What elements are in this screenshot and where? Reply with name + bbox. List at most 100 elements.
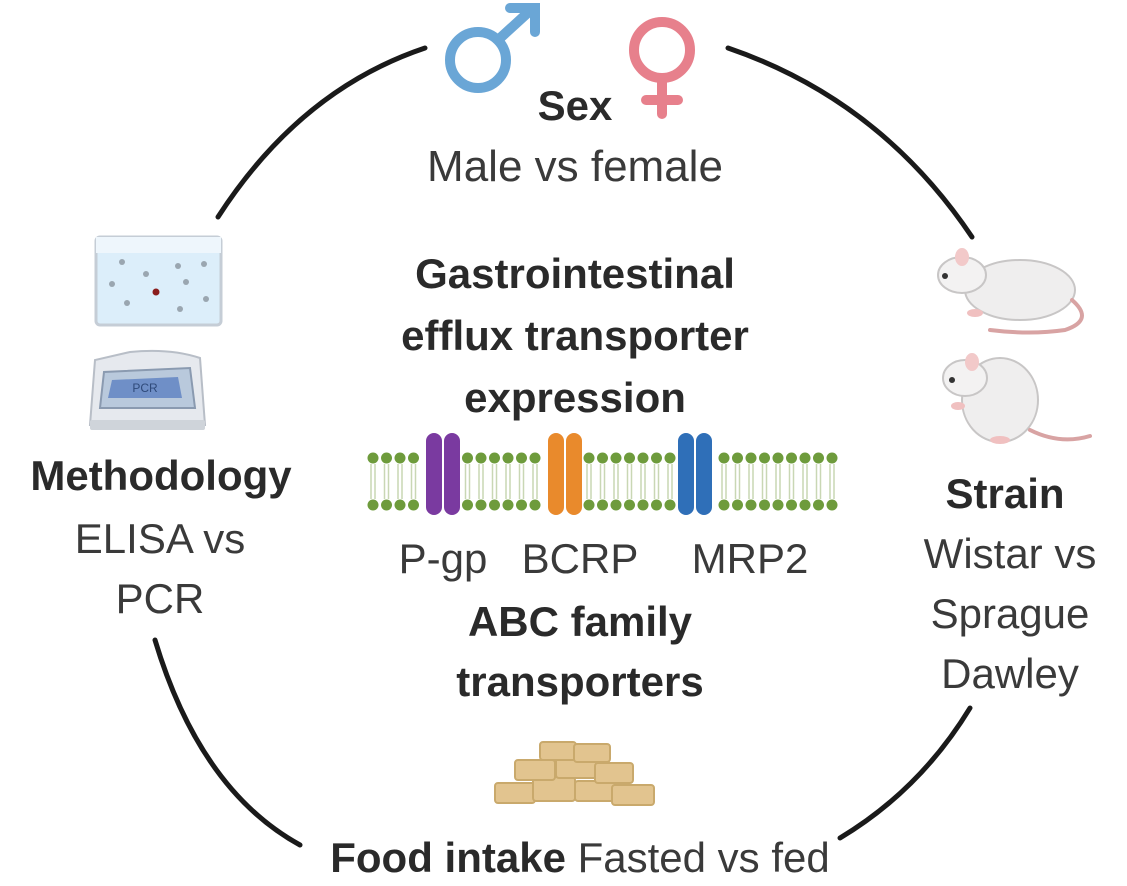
transporter-pgp-icon: [426, 433, 460, 515]
lipid-tail: [613, 464, 619, 499]
lipid-head-bottom: [637, 499, 649, 511]
sex-title: Sex: [537, 82, 613, 129]
lipid-head-bottom: [367, 499, 379, 511]
lipid-tail: [788, 464, 795, 499]
lipid-head-bottom: [610, 499, 622, 511]
lipid-head-bottom: [489, 499, 500, 511]
lipid-tail: [478, 464, 484, 499]
food-pellets-icon: [494, 741, 655, 806]
lipid-head-top: [408, 452, 419, 464]
lipid-tail: [370, 464, 376, 499]
lipid-tail: [748, 464, 754, 499]
lipid-head-bottom: [732, 499, 743, 511]
lipid-tail: [518, 464, 525, 499]
center-title-line-3: expression: [464, 374, 686, 421]
strain-subtitle-line-1: Wistar vs: [923, 530, 1097, 577]
lipid-tail: [829, 464, 835, 499]
arc-bottom-right: [837, 705, 973, 841]
lipid-tail: [626, 464, 633, 499]
lipid-head-top: [516, 452, 527, 464]
lipid-head-top: [367, 452, 379, 464]
arc-top-left: [215, 45, 428, 220]
lipid-head-bottom: [516, 499, 527, 511]
lipid-head-top: [489, 452, 500, 464]
transporter-label-bcrp: BCRP: [521, 535, 639, 582]
lipid-head-top: [759, 452, 770, 464]
lipid-tail: [667, 464, 673, 499]
lipid-tail: [532, 464, 538, 499]
transporter-mrp2-icon: [678, 433, 712, 515]
transporter-bcrp-icon: [548, 433, 582, 515]
lipid-head-top: [502, 452, 514, 464]
rat-icon-bottom: [942, 353, 1092, 444]
lipid-head-top: [664, 452, 676, 464]
lipid-head-bottom: [462, 499, 473, 511]
lipid-head-bottom: [394, 499, 406, 511]
lipid-tail: [505, 464, 511, 499]
food-intake-title: Food intake: [330, 834, 566, 881]
lipid-head-top: [826, 452, 838, 464]
family-line-2: transporters: [456, 658, 704, 705]
sex-subtitle: Male vs female: [427, 142, 723, 191]
lipid-tail: [586, 464, 592, 499]
lipid-head-top: [381, 452, 392, 464]
center-title-line-2: efflux transporter: [401, 312, 749, 359]
lipid-tail: [640, 464, 646, 499]
lipid-head-top: [394, 452, 406, 464]
food-intake-subtitle: Fasted vs fed: [577, 834, 830, 881]
lipid-tail: [734, 464, 741, 499]
food-intake-label: Food intake Fasted vs fed: [300, 834, 860, 881]
lipid-tail: [599, 464, 606, 499]
lipid-head-bottom: [745, 499, 757, 511]
arc-bottom-left: [152, 637, 303, 848]
transporter-label-pgp: P-gp: [398, 535, 488, 582]
lipid-tail: [775, 464, 781, 499]
female-icon: [629, 17, 695, 119]
lipid-head-top: [799, 452, 811, 464]
arc-top-right: [725, 45, 975, 240]
lipid-tail: [383, 464, 390, 499]
pcr-machine-icon: PCR: [88, 349, 207, 430]
lipid-head-top: [637, 452, 649, 464]
lipid-head-top: [651, 452, 662, 464]
lipid-head-bottom: [475, 499, 487, 511]
lipid-tail: [721, 464, 727, 499]
lipid-head-top: [610, 452, 622, 464]
lipid-head-bottom: [772, 499, 784, 511]
strain-title: Strain: [945, 470, 1065, 517]
lipid-head-bottom: [718, 499, 730, 511]
lipid-tail: [653, 464, 660, 499]
lipid-head-top: [772, 452, 784, 464]
methodology-subtitle-line-2: PCR: [115, 575, 205, 622]
lipid-head-top: [583, 452, 595, 464]
lipid-tail: [410, 464, 417, 499]
male-icon: [445, 3, 540, 93]
lipid-head-top: [813, 452, 824, 464]
methodology-title: Methodology: [30, 452, 292, 499]
strain-subtitle-line-2: Sprague: [930, 590, 1090, 637]
lipid-bilayer-membrane: [367, 452, 838, 511]
lipid-head-bottom: [786, 499, 797, 511]
lipid-head-top: [786, 452, 797, 464]
lipid-tail: [815, 464, 822, 499]
lipid-head-top: [462, 452, 473, 464]
lipid-head-bottom: [408, 499, 419, 511]
lipid-tail: [397, 464, 403, 499]
sample-plate-icon: [94, 235, 223, 327]
lipid-tail: [464, 464, 471, 499]
lipid-head-top: [718, 452, 730, 464]
lipid-head-bottom: [381, 499, 392, 511]
lipid-head-bottom: [826, 499, 838, 511]
center-title-line-1: Gastrointestinal: [415, 250, 735, 297]
lipid-head-top: [624, 452, 635, 464]
lipid-head-top: [597, 452, 608, 464]
lipid-head-top: [529, 452, 541, 464]
lipid-tail: [491, 464, 498, 499]
lipid-head-bottom: [759, 499, 770, 511]
lipid-head-bottom: [664, 499, 676, 511]
lipid-head-top: [475, 452, 487, 464]
lipid-tail: [761, 464, 768, 499]
lipid-head-top: [745, 452, 757, 464]
family-line-1: ABC family: [467, 598, 693, 645]
